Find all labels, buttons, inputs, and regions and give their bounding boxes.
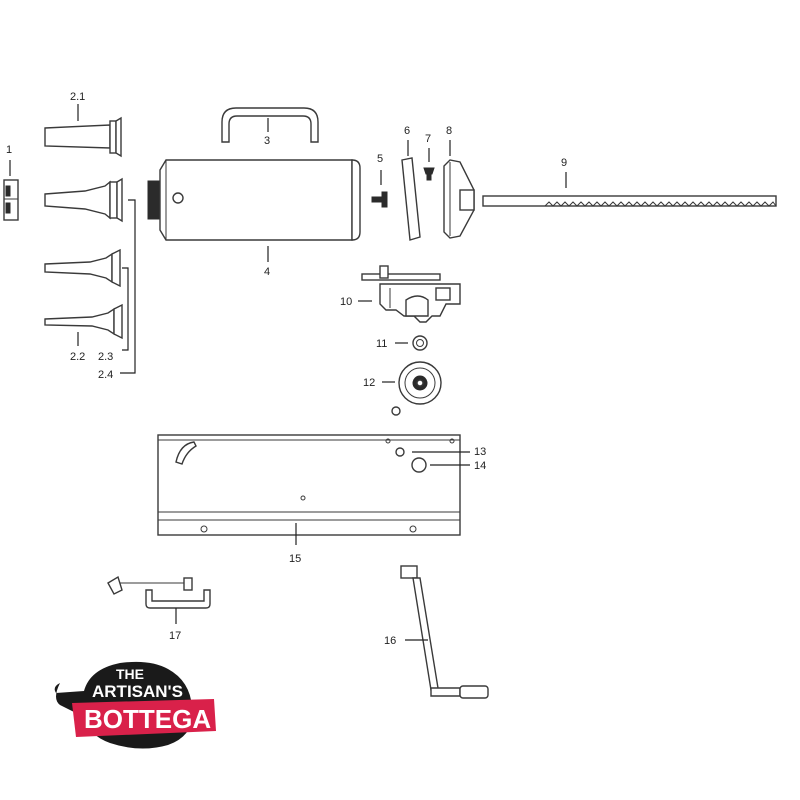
label-12: 12 — [363, 377, 375, 389]
part-14-hole — [411, 457, 470, 473]
part-1-coupling — [3, 160, 19, 221]
nozzle-medium — [44, 177, 123, 223]
label-2-1: 2.1 — [70, 91, 85, 103]
logo-banner — [72, 699, 216, 737]
label-14: 14 — [474, 460, 486, 472]
part-13-hole — [395, 447, 470, 457]
part-2-1-funnel-nozzle — [44, 104, 122, 158]
label-7: 7 — [425, 133, 431, 145]
label-9: 9 — [561, 157, 567, 169]
bracket-leaders — [120, 199, 136, 374]
label-10: 10 — [340, 296, 352, 308]
label-5: 5 — [377, 153, 383, 165]
part-7-small-screw — [423, 148, 435, 181]
part-12-gear — [382, 361, 442, 405]
part-2-3-nozzle — [44, 248, 121, 288]
part-2-2-nozzle — [44, 303, 123, 346]
label-4: 4 — [264, 266, 270, 278]
label-13: 13 — [474, 446, 486, 458]
logo-line-the: THE — [116, 666, 144, 682]
label-16: 16 — [384, 635, 396, 647]
part-15-base-plate — [157, 434, 461, 545]
part-9-rack-rod — [482, 172, 777, 207]
logo-line-artisans: ARTISAN'S — [92, 682, 183, 701]
label-3: 3 — [264, 135, 270, 147]
part-17-clamp — [107, 575, 211, 624]
label-15: 15 — [289, 553, 301, 565]
part-4-cylinder — [147, 159, 361, 262]
part-3-handle — [221, 107, 319, 143]
label-17: 17 — [169, 630, 181, 642]
label-8: 8 — [446, 125, 452, 137]
label-1: 1 — [6, 144, 12, 156]
label-2-4: 2.4 — [98, 369, 113, 381]
artisans-bottega-logo: THE ARTISAN'S BOTTEGA — [54, 661, 216, 749]
small-washer — [391, 406, 401, 416]
part-5-screw — [371, 170, 388, 208]
label-2-2: 2.2 — [70, 351, 85, 363]
label-11: 11 — [376, 338, 387, 350]
label-2-3: 2.3 — [98, 351, 113, 363]
part-11-bushing — [395, 335, 428, 351]
part-6-gasket — [401, 140, 421, 241]
part-8-piston — [443, 140, 475, 239]
part-16-crank — [400, 565, 489, 699]
part-10-gear-housing — [358, 265, 461, 323]
logo-line-bottega: BOTTEGA — [84, 704, 211, 734]
label-6: 6 — [404, 125, 410, 137]
